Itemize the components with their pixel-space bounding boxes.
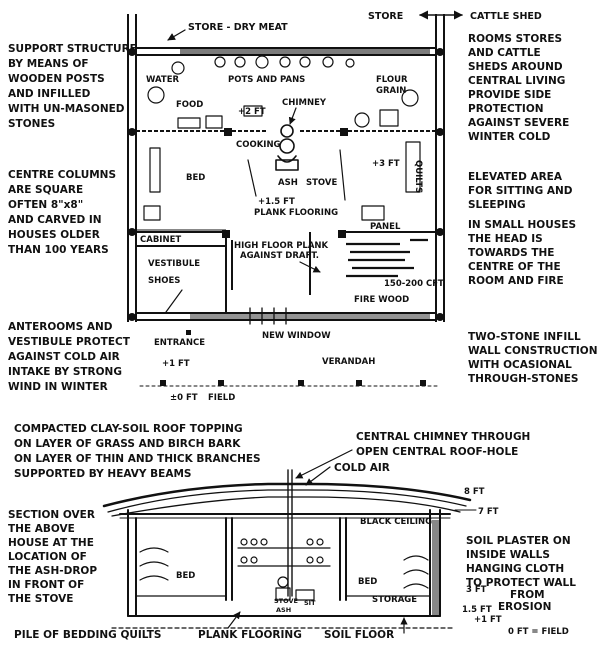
label-sit-section: SIT [304,599,316,607]
label-cooking: COOKING [236,140,281,150]
label-level-1ft: +1 FT [162,359,190,369]
label-cft: 150-200 CFT [384,279,444,289]
height-8ft: 8 FT [464,487,485,497]
height-1-5ft: 1.5 FT [462,605,492,615]
note-two-stone-infill: TWO-STONE INFILL WALL CONSTRUCTION WITH … [468,331,601,385]
label-plank-flooring: PLANK FLOORING [254,208,338,218]
label-grain: GRAIN [376,86,406,96]
label-cattle-shed: CATTLE SHED [470,11,542,22]
store-arrow [167,29,186,41]
pots-row [147,55,419,129]
label-level-2ft: +2 FT [238,107,266,117]
note-anterooms: ANTEROOMS AND VESTIBULE PROTECT AGAINST … [8,321,134,393]
section-shelves [135,538,431,601]
height-7ft: 7 FT [478,507,499,517]
label-storage: STORAGE [372,595,417,605]
label-stove-section: STOVE [274,597,298,605]
section-drawing: COMPACTED CLAY-SOIL ROOF TOPPING ON LAYE… [8,423,580,641]
label-firewood: FIRE WOOD [354,295,409,305]
height-1ft: +1 FT [474,615,502,625]
label-verandah: VERANDAH [322,357,375,367]
note-small-houses: IN SMALL HOUSES THE HEAD IS TOWARDS THE … [468,219,580,287]
chimney-arrow [288,107,297,125]
label-black-ceiling: BLACK CEILING [360,517,432,527]
note-rooms-stores: ROOMS STORES AND CATTLE SHEDS AROUND CEN… [468,33,573,143]
label-plank-flooring-section: PLANK FLOORING [198,629,302,641]
note-centre-columns: CENTRE COLUMNS ARE SQUARE OFTEN 8"x8" AN… [8,169,120,256]
label-shoes: SHOES [148,276,180,286]
label-cold-air: COLD AIR [334,462,390,474]
note-elevated-area: ELEVATED AREA FOR SITTING AND SLEEPING [468,171,576,211]
note-roof-topping: COMPACTED CLAY-SOIL ROOF TOPPING ON LAYE… [14,423,264,480]
label-level-0ft: ±0 FT [170,393,198,403]
label-store-dry-meat: STORE - DRY MEAT [188,22,288,33]
stone-wall-fill [432,520,440,616]
floor-plan: STORE - DRY MEAT STORE CATTLE SHED [127,10,542,403]
label-pile-of-bedding: PILE OF BEDDING QUILTS [14,629,162,641]
section-roof [102,469,472,597]
label-food: FOOD [176,100,203,110]
label-draft-1: HIGH FLOOR PLANK [234,241,329,251]
label-level-1-5ft: +1.5 FT [258,197,295,207]
label-cabinet: CABINET [140,235,181,245]
plank-arrow [227,611,241,629]
label-new-window: NEW WINDOW [262,331,331,341]
height-0ft-field: 0 FT = FIELD [508,627,569,637]
note-section-over: SECTION OVER THE ABOVE HOUSE AT THE LOCA… [8,509,101,605]
note-soil-plaster: SOIL PLASTER ON INSIDE WALLS HANGING CLO… [466,535,580,613]
note-central-chimney: CENTRAL CHIMNEY THROUGH OPEN CENTRAL ROO… [356,431,534,458]
plan-walls [127,14,445,322]
stove-symbol [275,124,299,171]
beds [143,141,421,221]
window-marks [249,307,287,325]
plan-posts [128,48,444,386]
cold-air-arrow [305,466,331,486]
left-notes: SUPPORT STRUCTURE BY MEANS OF WOODEN POS… [8,43,140,393]
chimney-note-arrow [295,449,353,479]
label-chimney: CHIMNEY [282,98,327,108]
label-draft-2: AGAINST DRAFT. [240,251,319,261]
door-swing [165,289,183,313]
height-3ft: 3 FT [466,585,487,595]
label-ash-section: ASH [276,606,291,614]
right-notes: ROOMS STORES AND CATTLE SHEDS AROUND CEN… [468,33,601,385]
label-entrance: ENTRANCE [154,338,205,348]
label-bed-right: BED [358,577,377,587]
label-stove: STOVE [306,178,337,188]
label-store: STORE [368,11,403,22]
label-flour: FLOUR [376,75,408,85]
label-vestibule: VESTIBULE [148,259,200,269]
label-pots-and-pans: POTS AND PANS [228,75,305,85]
label-bed-left: BED [176,571,195,581]
label-panel: PANEL [370,222,401,232]
label-quilts: QUILTS [413,160,423,193]
label-level-3ft: +3 FT [372,159,400,169]
note-support-structure: SUPPORT STRUCTURE BY MEANS OF WOODEN POS… [8,43,140,130]
draft-arrow [299,261,321,273]
label-ash: ASH [278,178,298,188]
south-wall-fill [190,312,430,320]
north-wall-fill [180,47,430,55]
label-field: FIELD [208,393,235,403]
label-bed: BED [186,173,205,183]
label-soil-floor: SOIL FLOOR [324,629,394,641]
firewood-pile [346,238,428,278]
label-water: WATER [146,75,180,85]
